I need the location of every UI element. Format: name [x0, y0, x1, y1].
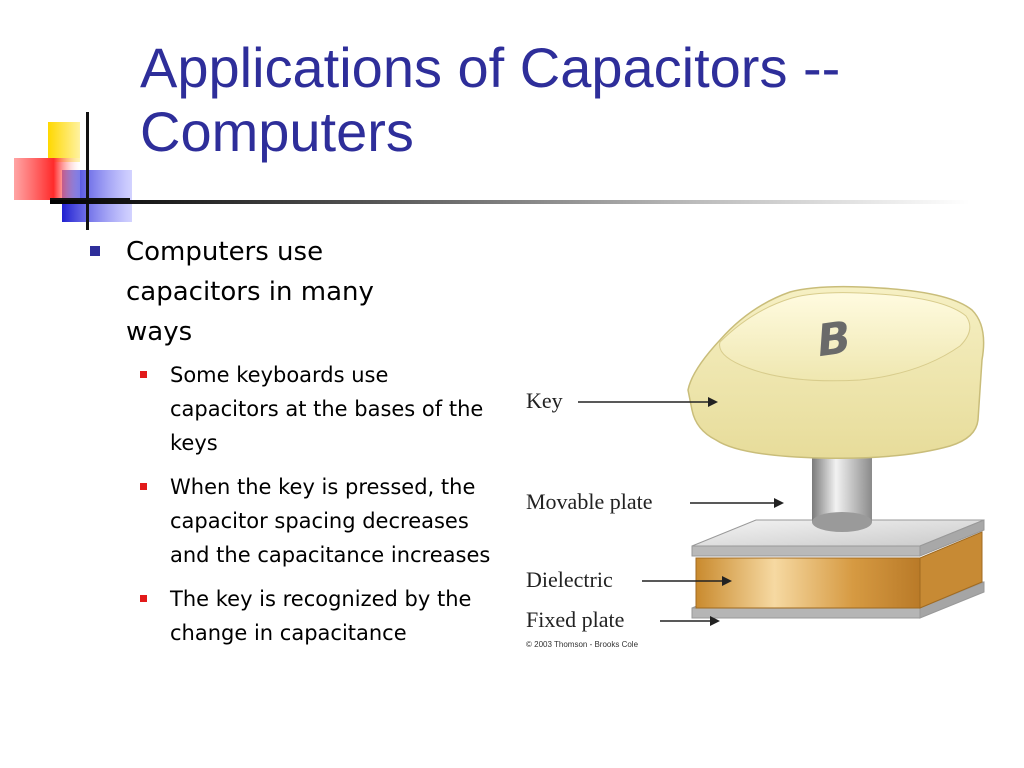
list-item: Computers use capacitors in many ways [90, 232, 426, 352]
slide-title: Applications of Capacitors -- Computers [140, 36, 1000, 164]
key-diagram: B [578, 285, 985, 626]
label-fixed-plate: Fixed plate [526, 607, 625, 632]
key-letter: B [815, 312, 852, 368]
bullet-square-icon [140, 595, 147, 602]
copyright-text: © 2003 Thomson - Brooks Cole [526, 640, 639, 649]
bullet-square-icon [140, 483, 147, 490]
list-item: When the key is pressed, the capacitor s… [140, 470, 500, 572]
sub-bullet-text: The key is recognized by the change in c… [170, 587, 472, 645]
sub-bullet-list: Some keyboards use capacitors at the bas… [90, 358, 500, 650]
bullet-list: Computers use capacitors in many ways So… [90, 232, 500, 660]
bullet-square-icon [90, 246, 100, 256]
bullet-square-icon [140, 371, 147, 378]
title-line-2: Computers [140, 100, 414, 163]
main-bullet-text: Computers use capacitors in many ways [126, 237, 374, 347]
sub-bullet-text: When the key is pressed, the capacitor s… [170, 475, 491, 567]
label-key: Key [526, 388, 563, 413]
sub-bullet-text: Some keyboards use capacitors at the bas… [170, 363, 484, 455]
title-divider [50, 200, 970, 204]
label-movable-plate: Movable plate [526, 489, 653, 514]
keyboard-capacitor-figure: B Key Movable plate Dielectric Fixed pla… [520, 270, 1000, 660]
label-dielectric: Dielectric [526, 567, 613, 592]
title-line-1: Applications of Capacitors -- [140, 36, 841, 99]
list-item: The key is recognized by the change in c… [140, 582, 500, 650]
corner-decoration [14, 112, 132, 230]
list-item: Some keyboards use capacitors at the bas… [140, 358, 500, 460]
